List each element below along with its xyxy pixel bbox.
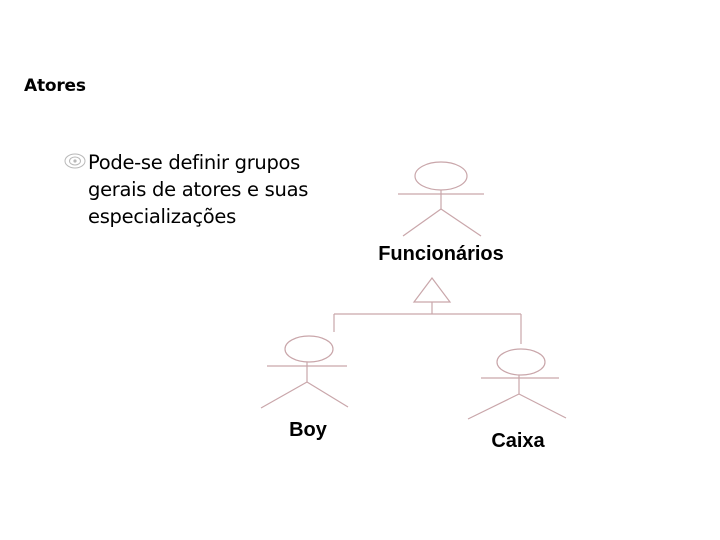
- bullet-text: Pode-se definir grupos gerais de atores …: [88, 151, 309, 228]
- actor-label-caixa: Caixa: [491, 430, 545, 452]
- generalization-connector: [333, 277, 522, 344]
- actor-head-icon: [284, 335, 334, 363]
- target-bullet-icon: [64, 153, 86, 169]
- actor-head-icon: [496, 348, 546, 376]
- actor-boy: [260, 335, 349, 409]
- actor-funcionarios: [398, 161, 484, 237]
- generalization-arrow-icon: [412, 277, 452, 303]
- actor-label-boy: Boy: [289, 419, 328, 441]
- actor-caixa: [467, 348, 567, 420]
- slide-title: Atores: [24, 76, 86, 96]
- actor-head-icon: [414, 161, 468, 191]
- actor-label-funcionarios: Funcionários: [378, 243, 504, 265]
- bullet-item: Pode-se definir grupos gerais de atores …: [64, 149, 354, 230]
